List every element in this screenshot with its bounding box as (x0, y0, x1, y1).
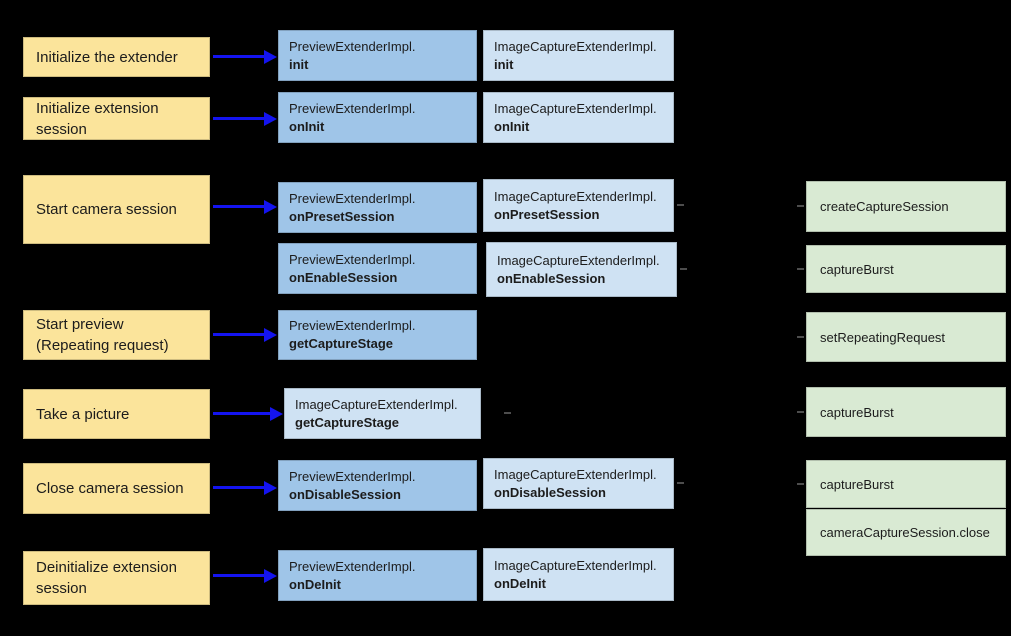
method-label: getCaptureStage (289, 336, 394, 351)
action-start-preview: Start preview (Repeating request) (23, 310, 210, 360)
method-label: onDisableSession (289, 486, 401, 502)
action-label: Start preview (Repeating request) (36, 316, 169, 354)
camera2-label: cameraCaptureSession.close (820, 525, 990, 540)
connector-dash (797, 336, 804, 338)
class-label: PreviewExtenderImpl. (289, 468, 416, 484)
action-label: Initialize extension session (36, 99, 159, 138)
connector-dash (797, 268, 804, 270)
action-take-a-picture: Take a picture (23, 389, 210, 439)
method-label: init (289, 56, 309, 72)
action-label: Close camera session (36, 480, 184, 497)
connector-dash (680, 268, 687, 270)
class-label: PreviewExtenderImpl. (289, 190, 416, 206)
camera2-label: captureBurst (820, 404, 894, 420)
flow-arrow-initialize-extender (213, 49, 277, 64)
method-label: onInit (289, 118, 325, 134)
preview-extender-ondisablesession: PreviewExtenderImpl. onDisableSession (278, 460, 477, 511)
method-label: onDisableSession (494, 484, 606, 500)
camera2-label: captureBurst (820, 261, 894, 277)
class-label: PreviewExtenderImpl. (289, 251, 416, 267)
flow-arrow-start-preview (213, 327, 277, 342)
flow-arrow-initialize-session (213, 111, 277, 126)
image-capture-extender-init: ImageCaptureExtenderImpl. init (483, 30, 674, 81)
class-label: PreviewExtenderImpl. (289, 100, 416, 116)
flow-arrow-close-camera-session (213, 480, 277, 495)
method-label: onPresetSession (494, 206, 600, 222)
class-label: PreviewExtenderImpl. (289, 318, 416, 334)
method-label: getCaptureStage (295, 414, 400, 430)
action-close-camera-session: Close camera session (23, 463, 210, 514)
method-label: onPresetSession (289, 208, 395, 224)
image-capture-extender-ondisablesession: ImageCaptureExtenderImpl. onDisableSessio… (483, 458, 674, 509)
camera2-cameracapturesession-close: cameraCaptureSession.close (806, 509, 1006, 556)
preview-extender-ondeinit: PreviewExtenderImpl. onDeInit (278, 550, 477, 601)
connector-dash (797, 205, 804, 207)
action-initialize-extender: Initialize the extender (23, 37, 210, 77)
class-label: ImageCaptureExtenderImpl. (295, 396, 458, 412)
class-label: ImageCaptureExtenderImpl. (497, 252, 660, 268)
image-capture-extender-onpresetsession: ImageCaptureExtenderImpl. onPresetSession (483, 179, 674, 232)
image-capture-extender-oninit: ImageCaptureExtenderImpl. onInit (483, 92, 674, 143)
connector-dash (797, 483, 804, 485)
action-label: Initialize the extender (36, 48, 178, 66)
camera2-label: setRepeatingRequest (820, 329, 946, 345)
flow-arrow-take-a-picture (213, 406, 283, 421)
flow-arrow-start-camera-session (213, 199, 277, 214)
connector-dash (677, 204, 684, 206)
method-label: onDeInit (289, 576, 341, 592)
preview-extender-getcapturestage: PreviewExtenderImpl. getCaptureStage (278, 310, 477, 360)
camera2-label: createCaptureSession (820, 199, 949, 214)
class-label: ImageCaptureExtenderImpl. (494, 557, 657, 573)
connector-dash (504, 412, 511, 414)
image-capture-extender-ondeinit: ImageCaptureExtenderImpl. onDeInit (483, 548, 674, 601)
camera2-captureburst-2: captureBurst (806, 387, 1006, 437)
action-label: Start camera session (36, 201, 177, 218)
class-label: PreviewExtenderImpl. (289, 38, 416, 54)
preview-extender-onenablesession: PreviewExtenderImpl. onEnableSession (278, 243, 477, 294)
action-start-camera-session: Start camera session (23, 175, 210, 244)
action-label: Take a picture (36, 405, 130, 423)
action-deinitialize-extension-session: Deinitialize extension session (23, 551, 210, 605)
class-label: ImageCaptureExtenderImpl. (494, 38, 657, 54)
preview-extender-onpresetsession: PreviewExtenderImpl. onPresetSession (278, 182, 477, 233)
action-label: Deinitialize extension session (36, 559, 177, 597)
image-capture-extender-onenablesession: ImageCaptureExtenderImpl. onEnableSession (486, 242, 677, 297)
connector-dash (677, 482, 684, 484)
camera2-captureburst-1: captureBurst (806, 245, 1006, 293)
camera2-label: captureBurst (820, 476, 894, 492)
class-label: PreviewExtenderImpl. (289, 558, 416, 574)
method-label: onInit (494, 118, 530, 134)
image-capture-extender-getcapturestage: ImageCaptureExtenderImpl. getCaptureStage (284, 388, 481, 439)
class-label: ImageCaptureExtenderImpl. (494, 100, 657, 116)
class-label: ImageCaptureExtenderImpl. (494, 466, 657, 482)
preview-extender-init: PreviewExtenderImpl. init (278, 30, 477, 81)
method-label: onEnableSession (497, 270, 606, 286)
camera2-createcapturesession: createCaptureSession (806, 181, 1006, 232)
connector-dash (797, 411, 804, 413)
preview-extender-oninit: PreviewExtenderImpl. onInit (278, 92, 477, 143)
camera2-setrepeatingrequest: setRepeatingRequest (806, 312, 1006, 362)
flow-arrow-deinitialize-session (213, 568, 277, 583)
action-initialize-extension-session: Initialize extension session (23, 97, 210, 140)
class-label: ImageCaptureExtenderImpl. (494, 188, 657, 204)
method-label: onDeInit (494, 575, 546, 591)
camera2-captureburst-3: captureBurst (806, 460, 1006, 508)
method-label: onEnableSession (289, 269, 398, 285)
method-label: init (494, 56, 514, 72)
